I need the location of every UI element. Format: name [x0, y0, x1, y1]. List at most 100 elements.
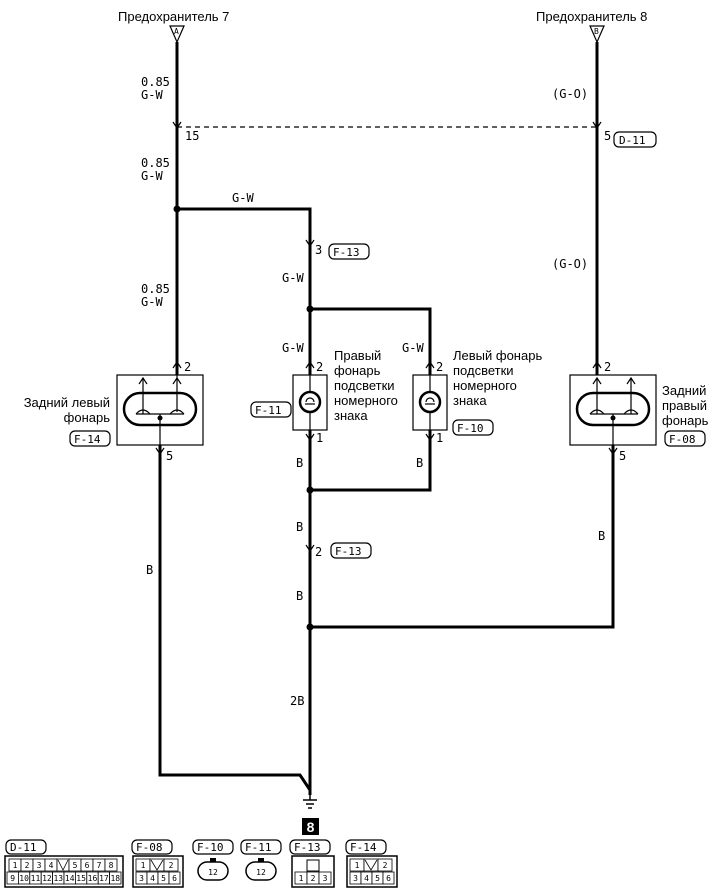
- legend-pin-cell: [149, 858, 165, 872]
- legend-pin-number: 4: [49, 861, 54, 870]
- svg-text:номерного: номерного: [453, 378, 517, 393]
- legend-pin-number: 4: [364, 874, 369, 883]
- svg-text:12: 12: [256, 868, 266, 877]
- svg-text:Задний левый: Задний левый: [24, 395, 110, 410]
- legend-pin-cell: [109, 871, 122, 885]
- svg-text:знака: знака: [453, 393, 487, 408]
- junction-dot: [173, 205, 181, 213]
- legend-pin-number: 5: [161, 874, 166, 883]
- tail-lamp-left: [116, 374, 204, 446]
- wire-color-label: (G-O): [552, 87, 588, 101]
- svg-text:F-13: F-13: [335, 545, 362, 558]
- connector-tag-d11: D-11: [613, 131, 657, 148]
- connector-tag-f08: F-08: [664, 430, 706, 447]
- wire-size-label: 0.85: [141, 156, 170, 170]
- legend-pin-number: 1: [141, 861, 146, 870]
- wire-color-label: G-W: [282, 341, 304, 355]
- wire-color-label: G-W: [141, 295, 163, 309]
- wire-size-label: 0.85: [141, 75, 170, 89]
- svg-text:D-11: D-11: [10, 841, 37, 854]
- legend-pin-number: 3: [353, 874, 358, 883]
- legend-pin-cell: [382, 871, 395, 885]
- plate-lamp-right: [292, 374, 328, 431]
- svg-text:Левый фонарь: Левый фонарь: [453, 348, 542, 363]
- legend-key-mark: [57, 859, 69, 871]
- svg-text:A: A: [174, 27, 179, 36]
- svg-text:F-13: F-13: [333, 246, 360, 259]
- svg-text:D-11: D-11: [619, 134, 646, 147]
- pin-number: 2: [604, 360, 611, 374]
- pin-number: 5: [619, 449, 626, 463]
- pin-number: 5: [166, 449, 173, 463]
- svg-text:фонарь: фонарь: [662, 413, 709, 428]
- svg-text:подсветки: подсветки: [453, 363, 514, 378]
- wire-color-label: 2B: [290, 694, 304, 708]
- wire-color-label: B: [598, 529, 605, 543]
- svg-text:F-14: F-14: [74, 433, 101, 446]
- legend-pin-number: 7: [97, 861, 102, 870]
- svg-text:F-14: F-14: [350, 841, 377, 854]
- svg-text:12: 12: [208, 868, 218, 877]
- svg-text:F-11: F-11: [255, 404, 282, 417]
- connector-tag-f10: F-10: [452, 419, 494, 436]
- wire-color-label: B: [296, 589, 303, 603]
- legend-pin-number: 15: [76, 874, 86, 883]
- fuse-7-terminal: A: [169, 25, 185, 44]
- legend-pin-cell: [377, 858, 393, 872]
- legend-pin-number: 1: [355, 861, 360, 870]
- svg-text:Правый: Правый: [334, 348, 381, 363]
- pin-number: 15: [185, 129, 199, 143]
- legend-pin-number: 6: [386, 874, 391, 883]
- junction-dot: [306, 486, 314, 494]
- svg-text:Задний: Задний: [662, 383, 706, 398]
- legend-pin-cell: [168, 871, 181, 885]
- svg-text:правый: правый: [662, 398, 707, 413]
- wire-color-label: G-W: [232, 191, 254, 205]
- legend-key-mark: [364, 859, 378, 871]
- svg-text:F-13: F-13: [294, 841, 321, 854]
- legend-pin-number: 3: [37, 861, 42, 870]
- legend-pin-number: 6: [172, 874, 177, 883]
- legend-pin-number: 10: [19, 874, 29, 883]
- pin-number: 5: [604, 129, 611, 143]
- wire-color-label: (G-O): [552, 257, 588, 271]
- pin-number: 3: [315, 243, 322, 257]
- legend-pin-number: 12: [42, 874, 52, 883]
- legend-pin-number: 3: [323, 874, 328, 883]
- svg-text:F-10: F-10: [197, 841, 224, 854]
- plate-left-caption: Левый фонарь подсветки номерного знака: [453, 348, 542, 408]
- plate-right-caption: Правый фонарь подсветки номерного знака: [334, 348, 398, 423]
- tail-left-caption: Задний левый фонарь: [24, 395, 111, 425]
- svg-text:8: 8: [307, 819, 315, 835]
- legend-pin-number: 14: [65, 874, 75, 883]
- legend-pin-number: 1: [299, 874, 304, 883]
- wire-color-label: B: [296, 520, 303, 534]
- pin-number: 1: [316, 431, 323, 445]
- legend-pin-number: 4: [150, 874, 155, 883]
- svg-text:знака: знака: [334, 408, 368, 423]
- legend-pin-number: 3: [139, 874, 144, 883]
- legend-pin-number: 2: [169, 861, 174, 870]
- legend-pin-number: 2: [311, 874, 316, 883]
- fuse-8-label: Предохранитель 8: [536, 9, 647, 24]
- legend-pin-number: 2: [25, 861, 30, 870]
- legend-pin-number: 16: [88, 874, 98, 883]
- svg-text:фонарь: фонарь: [334, 363, 381, 378]
- wire-color-label: B: [296, 456, 303, 470]
- ground-symbol: [303, 795, 317, 809]
- svg-text:F-08: F-08: [136, 841, 163, 854]
- tail-lamp-right: [569, 374, 657, 446]
- tail-right-caption: Задний правый фонарь: [662, 383, 709, 428]
- connector-arrows: [155, 121, 618, 553]
- wire-color-label: G-W: [282, 271, 304, 285]
- legend-pin-number: 1: [13, 861, 18, 870]
- pin-number: 2: [315, 545, 322, 559]
- wire-color-label: G-W: [402, 341, 424, 355]
- wire-size-label: 0.85: [141, 282, 170, 296]
- legend-pin-cell: [363, 858, 379, 872]
- legend-pin-number: 5: [73, 861, 78, 870]
- junction-dot: [306, 305, 314, 313]
